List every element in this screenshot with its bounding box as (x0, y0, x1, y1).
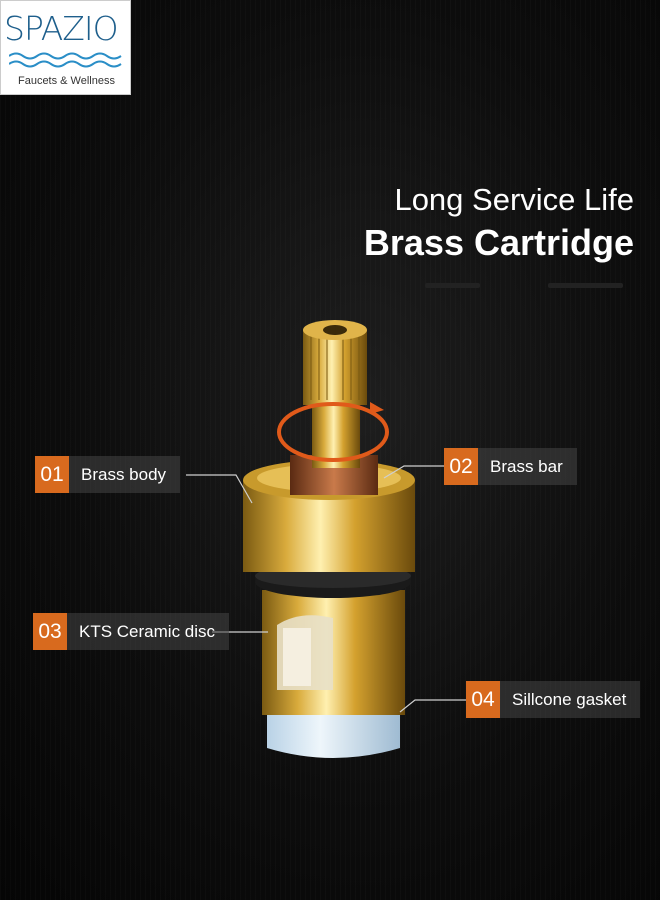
callout-label: KTS Ceramic disc (79, 621, 216, 641)
callout-number: 01 (35, 456, 69, 493)
callout-number: 04 (466, 681, 500, 718)
callout-number: 03 (33, 613, 67, 650)
callout-ceramic-disc: 03 KTS Ceramic disc (33, 613, 230, 650)
callout-brass-body: 01 Brass body (35, 456, 181, 493)
spline (303, 330, 367, 405)
silicone-gasket (267, 712, 400, 758)
callout-brass-bar: 02 Brass bar (444, 448, 577, 485)
rotation-arrow-icon (277, 402, 389, 462)
headline-subtitle: Long Service Life (394, 182, 634, 217)
headline-title: Brass Cartridge (363, 222, 634, 263)
callout-label: Brass body (81, 464, 167, 484)
callout-label: Sillcone gasket (512, 689, 627, 709)
brand-logo: SPAZIO Faucets & Wellness (0, 0, 131, 95)
logo-wordmark: SPAZIO (4, 9, 119, 48)
leader-01 (186, 474, 253, 504)
callout-number: 02 (444, 448, 478, 485)
leader-04 (399, 699, 466, 713)
callout-label: Brass bar (490, 456, 563, 476)
headline: Long Service Life Brass Cartridge (364, 182, 634, 264)
leader-02 (383, 465, 444, 479)
ceramic-disc (283, 628, 311, 686)
logo-waves-icon (9, 52, 122, 68)
ghost-text-reflection (425, 283, 623, 288)
callout-silicone-gasket: 04 Sillcone gasket (466, 681, 641, 718)
logo-tagline: Faucets & Wellness (17, 75, 115, 87)
